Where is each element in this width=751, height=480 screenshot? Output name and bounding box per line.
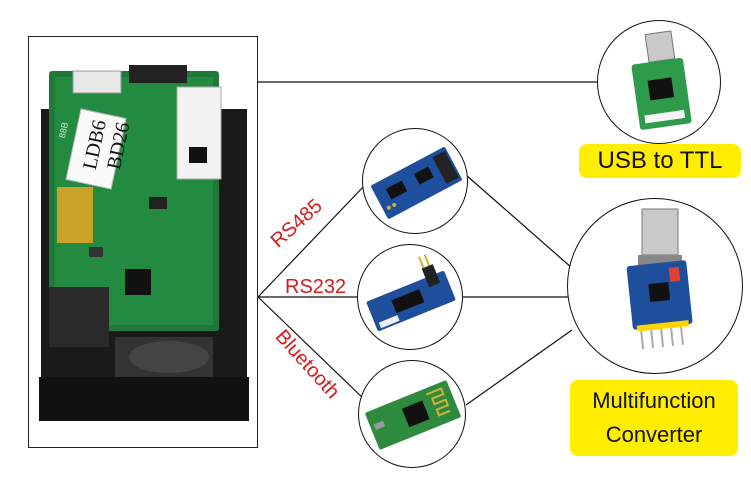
multifunction-converter-label-box: Multifunction Converter [570,380,738,456]
multifunction-label-line2: Converter [605,422,703,447]
rs485-module-circle [362,128,468,234]
line-to-bluetooth [257,296,366,401]
laser-module-frame: LDB6 BD26 88B [28,36,258,448]
line-bluetooth-to-converter [465,329,573,406]
usb-ttl-circle [597,20,721,144]
multifunction-converter-circle [567,198,743,374]
usb-ttl-label: USB to TTL [597,147,723,174]
converter-board-image [626,208,693,350]
multifunction-label-line1: Multifunction [592,388,716,413]
usb-ttl-board-image [631,30,692,130]
rs232-module-circle [357,244,463,350]
module-sticker: LDB6 BD26 [77,107,134,191]
line-rs485-to-converter [465,174,573,269]
rs485-board-image [371,147,462,219]
laser-module-image [39,65,249,421]
line-to-rs485 [257,184,366,298]
rs232-label: RS232 [285,276,347,298]
bluetooth-module-circle [358,360,466,468]
bluetooth-board-image [365,380,461,450]
rs232-board-image [366,254,456,331]
usb-ttl-label-box: USB to TTL [579,144,741,178]
